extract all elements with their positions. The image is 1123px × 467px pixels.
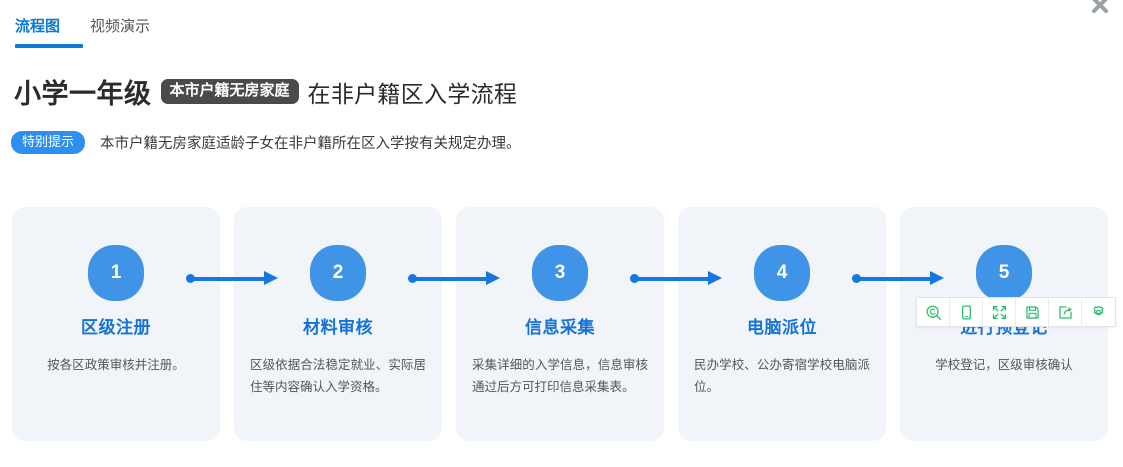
flow-gap — [664, 207, 678, 441]
save-button[interactable] — [1016, 298, 1049, 326]
close-button[interactable] — [1089, 0, 1111, 16]
step-number-badge: 4 — [754, 245, 810, 301]
fullscreen-icon — [992, 305, 1006, 319]
flow-step-3[interactable]: 3 信息采集 采集详细的入学信息，信息审核通过后方可打印信息采集表。 — [456, 207, 722, 441]
flow-gap — [886, 207, 900, 441]
settings-button[interactable] — [1082, 298, 1115, 326]
tab-bar: 流程图 视频演示 — [15, 16, 150, 48]
step-description: 学校登记，区级审核确认 — [935, 358, 1073, 372]
page-title: 小学一年级 本市户籍无房家庭 在非户籍区入学流程 — [14, 72, 517, 111]
connector-dot — [852, 274, 861, 283]
step-number-badge: 1 — [88, 245, 144, 301]
connector-dot — [630, 274, 639, 283]
share-button[interactable] — [1049, 298, 1082, 326]
notice-badge: 特别提示 — [11, 131, 86, 154]
close-icon — [1092, 0, 1108, 13]
fullscreen-button[interactable] — [983, 298, 1016, 326]
step-title: 电脑派位 — [747, 318, 817, 337]
page-title-chip: 本市户籍无房家庭 — [160, 79, 299, 104]
settings-icon — [1093, 305, 1104, 315]
mobile-preview-button[interactable] — [950, 298, 983, 326]
notice-row: 特别提示 本市户籍无房家庭适龄子女在非户籍所在区入学按有关规定办理。 — [11, 131, 521, 154]
step-description: 按各区政策审核并注册。 — [47, 358, 185, 372]
notice-text: 本市户籍无房家庭适龄子女在非户籍所在区入学按有关规定办理。 — [100, 136, 521, 152]
connector-dot — [186, 274, 195, 283]
page-title-rest: 在非户籍区入学流程 — [307, 80, 518, 107]
flow-step-1[interactable]: 1 区级注册 按各区政策审核并注册。 — [12, 207, 278, 441]
zoom-icon — [925, 304, 941, 320]
connector-dot — [408, 274, 417, 283]
zoom-button[interactable] — [917, 298, 950, 326]
tab-video-demo-label: 视频演示 — [90, 18, 151, 35]
flow-step-2[interactable]: 2 材料审核 区级依据合法稳定就业、实际居住等内容确认入学资格。 — [234, 207, 500, 441]
step-title: 材料审核 — [303, 318, 373, 337]
save-icon — [1025, 305, 1039, 319]
tab-flowchart-label: 流程图 — [15, 18, 61, 35]
flow-gap — [442, 207, 456, 441]
step-number-badge: 3 — [532, 245, 588, 301]
tab-flowchart[interactable]: 流程图 — [15, 16, 83, 48]
step-description: 民办学校、公办寄宿学校电脑派位。 — [694, 358, 870, 394]
step-number-badge: 2 — [310, 245, 366, 301]
flow-step-4[interactable]: 4 电脑派位 民办学校、公办寄宿学校电脑派位。 — [678, 207, 944, 441]
step-description: 采集详细的入学信息，信息审核通过后方可打印信息采集表。 — [472, 358, 648, 394]
image-toolbar — [916, 297, 1116, 327]
step-description: 区级依据合法稳定就业、实际居住等内容确认入学资格。 — [250, 358, 426, 394]
step-number-badge: 5 — [976, 245, 1032, 301]
step-title: 区级注册 — [81, 318, 151, 337]
step-title: 信息采集 — [525, 318, 595, 337]
mobile-preview-icon — [961, 304, 971, 320]
share-icon — [1058, 305, 1072, 319]
flow-gap — [220, 207, 234, 441]
page-title-strong: 小学一年级 — [14, 79, 152, 109]
tab-active-underline — [15, 44, 83, 48]
tab-video-demo[interactable]: 视频演示 — [90, 16, 150, 48]
